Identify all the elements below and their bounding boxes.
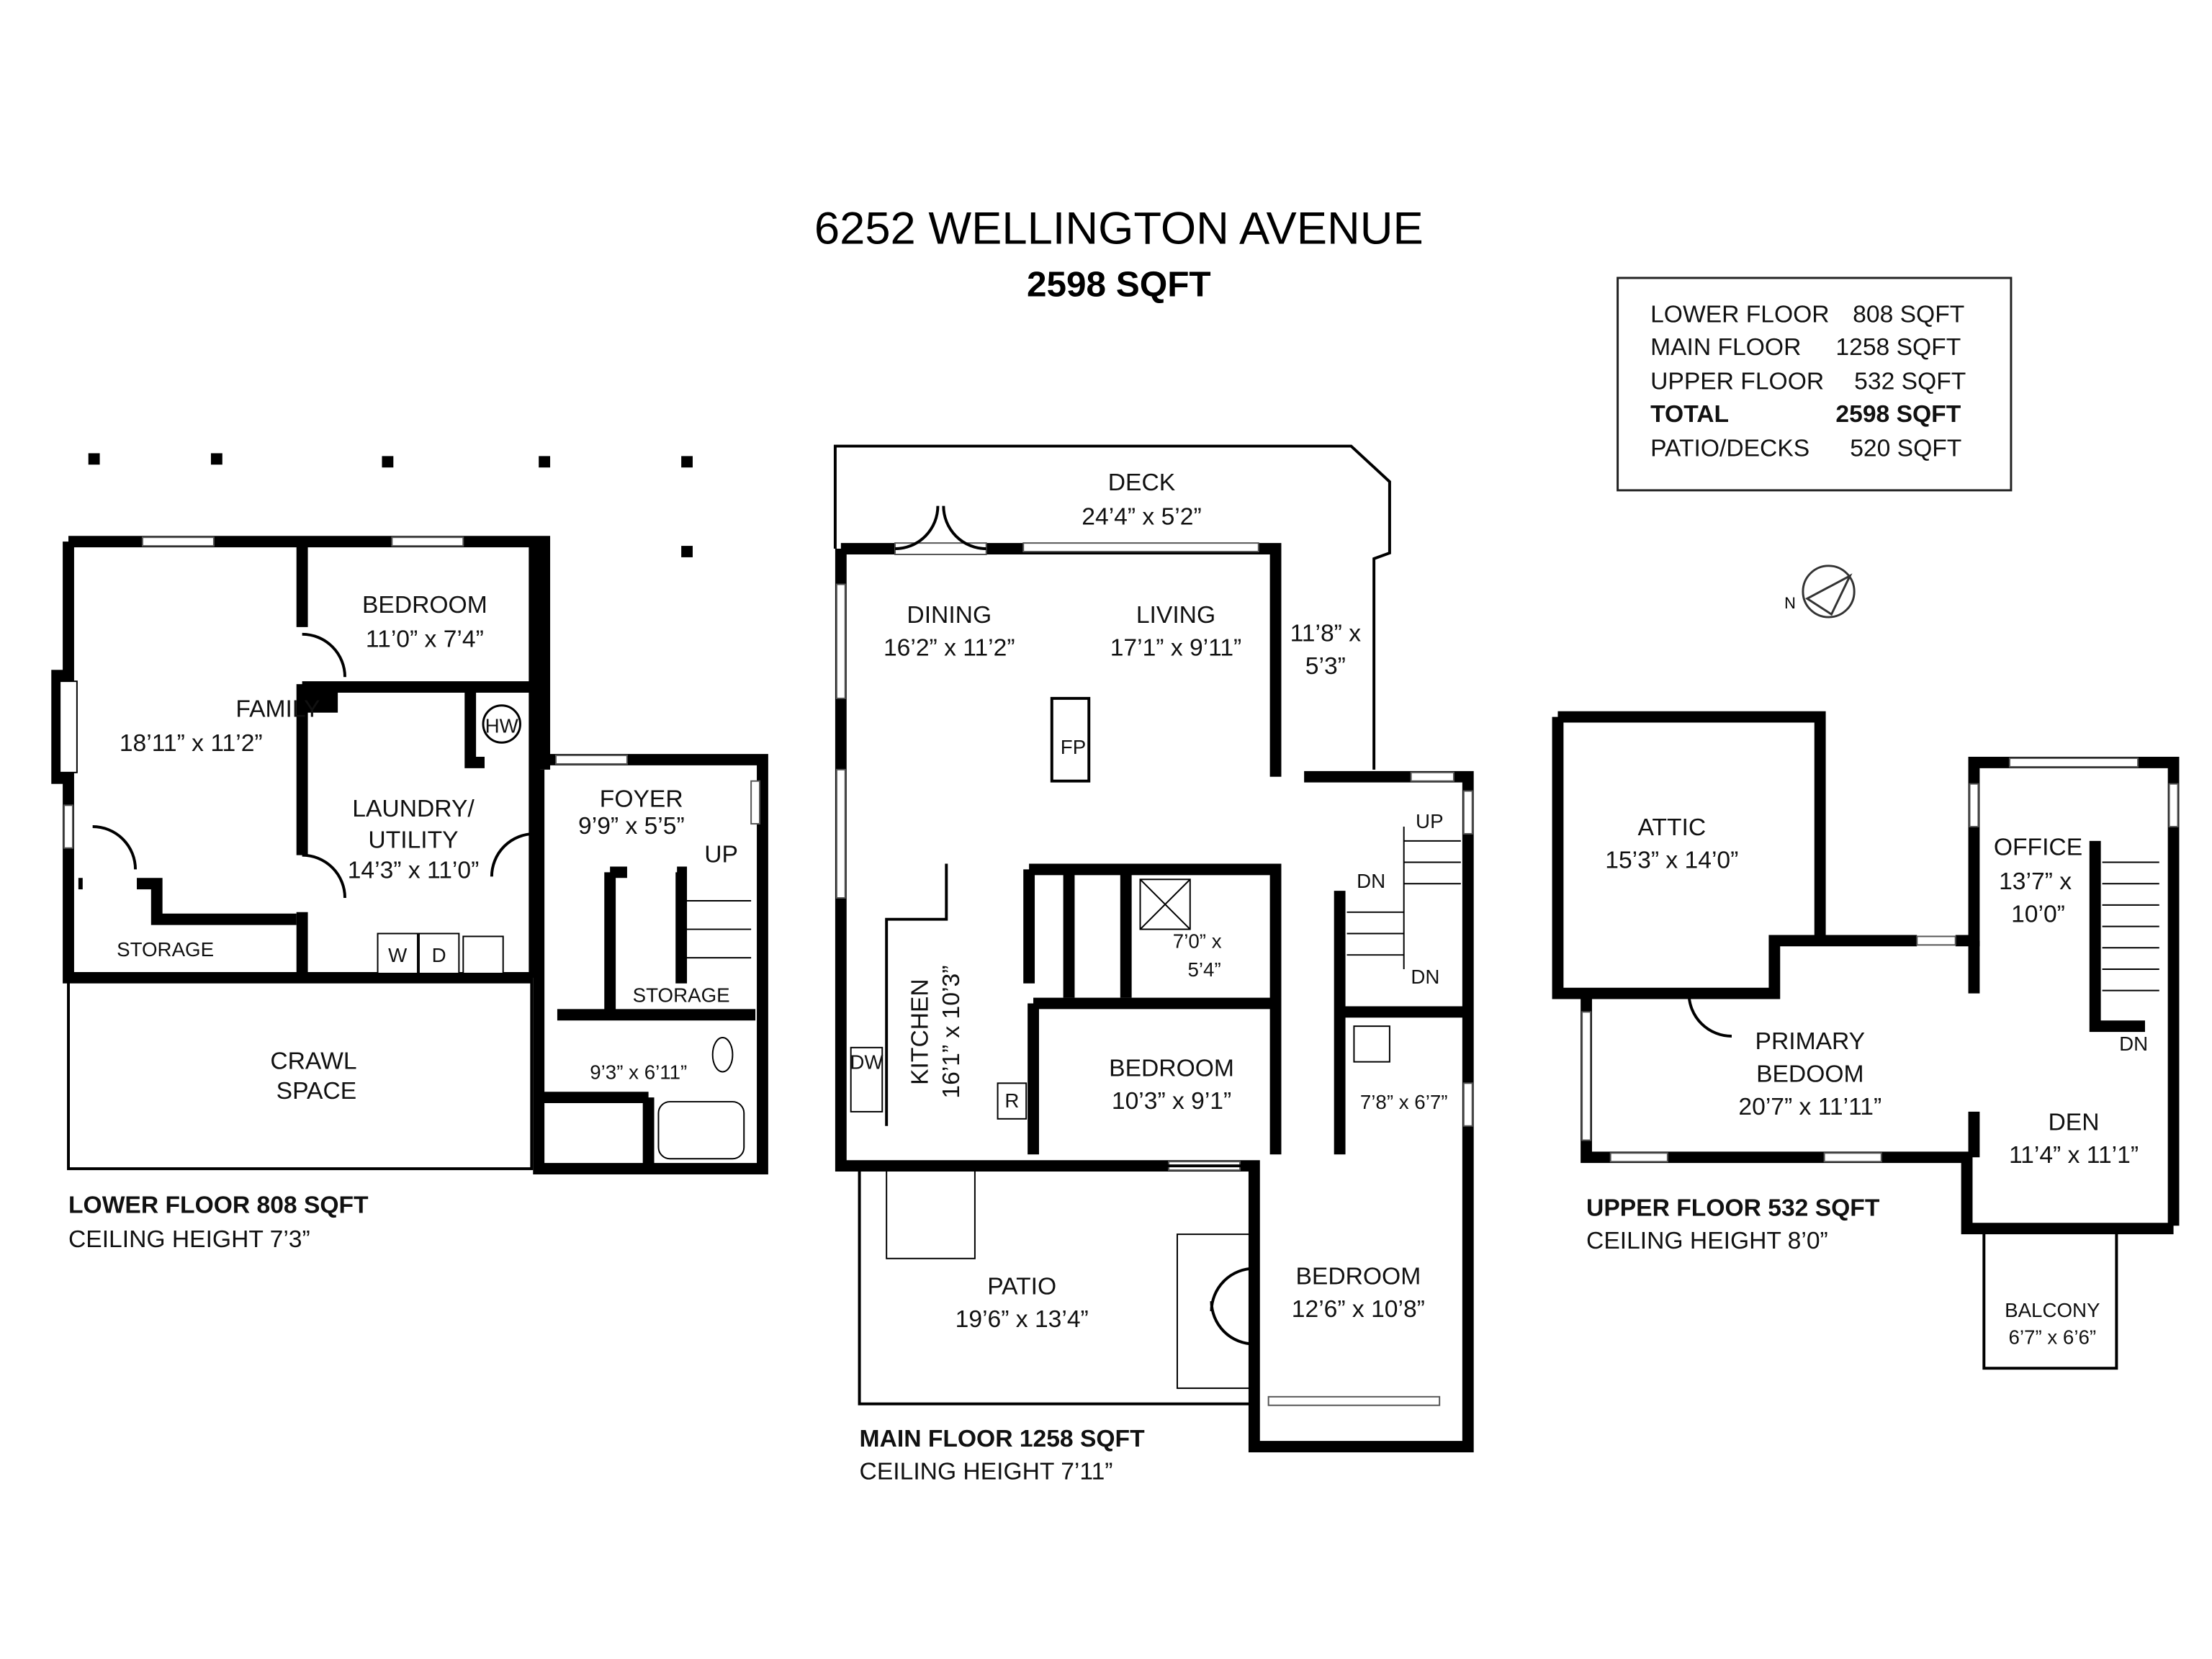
- washer-label: W: [388, 944, 408, 966]
- stairs-down-label: DN: [2119, 1033, 2148, 1055]
- compass-north-label: N: [1784, 594, 1796, 612]
- lower-floor-title: LOWER FLOOR 808 SQFT: [68, 1192, 369, 1218]
- address-title: 6252 WELLINGTON AVENUE: [814, 203, 1424, 253]
- summary-label: UPPER FLOOR: [1650, 368, 1824, 395]
- compass-icon: N: [1784, 565, 1856, 619]
- family-room-name: FAMILY: [235, 696, 320, 723]
- summary-label: PATIO/DECKS: [1650, 435, 1809, 462]
- living-name: LIVING: [1136, 602, 1215, 629]
- main-floor-ceiling: CEILING HEIGHT 7’11”: [860, 1459, 1113, 1485]
- balcony-name: BALCONY: [2005, 1299, 2100, 1321]
- living-dims: 17’1” x 9’11”: [1110, 635, 1242, 662]
- summary-value: 532 SQFT: [1854, 368, 1966, 395]
- lower-bedroom-name: BEDROOM: [362, 592, 487, 619]
- total-sqft: 2598 SQFT: [1027, 265, 1211, 305]
- deck-dims: 24’4” x 5’2”: [1082, 503, 1201, 530]
- upper-floor-title: UPPER FLOOR 532 SQFT: [1586, 1195, 1880, 1221]
- main-bath1-dims-2: 5’4”: [1187, 958, 1220, 981]
- dining-name: DINING: [907, 602, 992, 629]
- den-dims: 11’4” x 11’1”: [2009, 1142, 2139, 1169]
- patio-name: PATIO: [987, 1273, 1056, 1300]
- fireplace-label: FP: [1061, 736, 1086, 758]
- dishwasher-label: DW: [850, 1051, 884, 1074]
- storage-label: STORAGE: [117, 938, 214, 961]
- summary-label: MAIN FLOOR: [1650, 334, 1801, 361]
- foyer-name: FOYER: [600, 786, 683, 812]
- area-summary-box: LOWER FLOOR 808 SQFT MAIN FLOOR 1258 SQF…: [1617, 276, 2013, 492]
- dryer-label: D: [432, 944, 446, 966]
- main-bath1-dims-1: 7’0” x: [1173, 930, 1222, 952]
- laundry-name-2: UTILITY: [368, 827, 458, 854]
- stairs-down-label: DN: [1411, 966, 1439, 988]
- office-name: OFFICE: [1994, 835, 2082, 861]
- main-bedroom1-dims: 10’3” x 9’1”: [1112, 1088, 1231, 1115]
- lower-floor-ceiling: CEILING HEIGHT 7’3”: [68, 1226, 310, 1253]
- summary-value: 2598 SQFT: [1835, 401, 1961, 428]
- refrigerator-label: R: [1004, 1089, 1019, 1112]
- primary-bedroom-name-1: PRIMARY: [1755, 1028, 1866, 1055]
- crawl-space-name-1: CRAWL: [270, 1048, 356, 1075]
- lower-bath-dims: 9’3” x 6’11”: [590, 1061, 687, 1083]
- primary-bedroom-name-2: BEDOOM: [1756, 1061, 1863, 1087]
- lower-bedroom-dims: 11’0” x 7’4”: [366, 626, 484, 653]
- foyer-dims: 9’9” x 5’5”: [578, 813, 685, 840]
- attic-dims: 15’3” x 14’0”: [1605, 847, 1738, 873]
- primary-bedroom-dims: 20’7” x 11’11”: [1738, 1094, 1881, 1120]
- entry-dims-1: 11’8” x: [1290, 621, 1362, 647]
- summary-label: TOTAL: [1650, 401, 1729, 428]
- balcony-dims: 6’7” x 6’6”: [2008, 1326, 2096, 1349]
- storage-label: STORAGE: [633, 984, 730, 1007]
- water-heater-label: HW: [485, 714, 519, 737]
- dining-dims: 16’2” x 11’2”: [884, 635, 1015, 662]
- den-name: DEN: [2049, 1110, 2100, 1136]
- laundry-dims: 14’3” x 11’0”: [348, 857, 480, 884]
- crawl-space-name-2: SPACE: [276, 1078, 356, 1105]
- main-floor-plan: FP DECK 24’4” x 5’2” DINING 16’2” x 11’2…: [833, 444, 1474, 1485]
- stairs-up-label: UP: [1416, 810, 1443, 832]
- summary-value: 808 SQFT: [1853, 301, 1964, 328]
- family-room-dims: 18’11” x 11’2”: [120, 730, 263, 757]
- office-dims-2: 10’0”: [2011, 902, 2065, 928]
- lower-floor-plan: HW W D FAMILY 18’11” x 11’2” BEDROOM 11’…: [51, 453, 768, 1253]
- summary-value: 1258 SQFT: [1835, 334, 1961, 361]
- laundry-name-1: LAUNDRY/: [352, 796, 475, 822]
- entry-dims-2: 5’3”: [1305, 653, 1346, 680]
- stairs-up-label: UP: [704, 842, 738, 868]
- summary-value: 520 SQFT: [1850, 435, 1961, 462]
- main-floor-title: MAIN FLOOR 1258 SQFT: [860, 1426, 1146, 1452]
- deck-name: DECK: [1108, 469, 1176, 496]
- stairs-down-label: DN: [1357, 870, 1385, 892]
- kitchen-dims: 16’1” x 10’3”: [938, 966, 965, 1099]
- main-bedroom2-dims: 12’6” x 10’8”: [1292, 1296, 1425, 1323]
- main-bedroom2-name: BEDROOM: [1295, 1263, 1421, 1290]
- upper-floor-plan: ATTIC 15’3” x 14’0” OFFICE 13’7” x 10’0”…: [1552, 711, 2180, 1370]
- patio-dims: 19’6” x 13’4”: [956, 1306, 1089, 1333]
- office-dims-1: 13’7” x: [1999, 868, 2072, 895]
- kitchen-name: KITCHEN: [907, 979, 934, 1085]
- attic-name: ATTIC: [1637, 814, 1706, 841]
- main-bedroom1-name: BEDROOM: [1109, 1055, 1234, 1082]
- main-bath2-dims: 7’8” x 6’7”: [1360, 1091, 1448, 1113]
- summary-label: LOWER FLOOR: [1650, 301, 1829, 328]
- deck-posts: [88, 453, 693, 557]
- upper-floor-ceiling: CEILING HEIGHT 8’0”: [1586, 1228, 1828, 1254]
